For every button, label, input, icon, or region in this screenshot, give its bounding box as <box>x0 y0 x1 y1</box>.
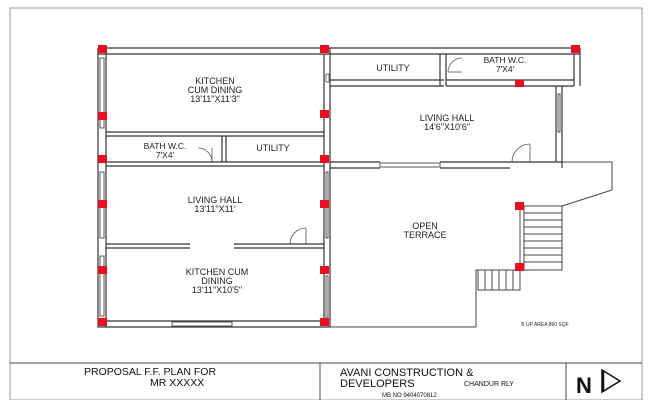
kitchen-top-size: 13'11"X11'3" <box>190 94 240 104</box>
kitchen-bottom-name-1: KITCHEN CUM <box>186 267 249 277</box>
kitchen-top-name-1: KITCHEN <box>195 76 235 86</box>
doors <box>197 57 531 245</box>
bath-left-size: 7'X4' <box>156 150 175 160</box>
living-left-name: LIVING HALL <box>188 195 243 205</box>
bath-left-name: BATH W.C. <box>144 141 187 151</box>
north-letter: N <box>576 373 592 398</box>
kitchen-top-name-2: CUM DINING <box>188 85 243 95</box>
room-labels: KITCHEN CUM DINING 13'11"X11'3" UTILITY … <box>144 55 569 328</box>
plan-title-2: MR XXXXX <box>150 377 204 389</box>
terrace-name-1: OPEN <box>412 221 438 231</box>
page-border <box>9 7 643 400</box>
bath-top-size: 7'X4' <box>496 64 515 74</box>
terrace-outline <box>330 161 613 328</box>
location: CHANDUR RLY <box>464 381 514 388</box>
living-right-name: LIVING HALL <box>420 113 475 123</box>
bath-top-name: BATH W.C. <box>484 55 527 65</box>
living-left-size: 13'11"X11' <box>194 204 236 214</box>
windows <box>99 57 561 327</box>
plan-title-1: PROPOSAL F.F. PLAN FOR <box>84 366 216 378</box>
kitchen-bottom-size: 13'11"X10'5" <box>192 285 242 295</box>
title-block: PROPOSAL F.F. PLAN FOR MR XXXXX AVANI CO… <box>10 362 642 400</box>
living-right-size: 14'6"X10'6" <box>424 122 470 132</box>
terrace-name-2: TERRACE <box>403 230 446 240</box>
company-line-2: DEVELOPERS <box>340 378 415 390</box>
utility-top-name: UTILITY <box>376 63 410 73</box>
area-note: B UP AREA 860 SQF <box>521 322 568 328</box>
walls <box>97 47 581 328</box>
columns <box>98 45 580 326</box>
company-line-1: AVANI CONSTRUCTION & <box>340 367 474 379</box>
north-arrow-icon <box>601 368 622 394</box>
utility-left-name: UTILITY <box>256 143 290 153</box>
kitchen-bottom-name-2: DINING <box>201 276 233 286</box>
mobile-number: MB NO 9404070812 <box>382 393 437 399</box>
